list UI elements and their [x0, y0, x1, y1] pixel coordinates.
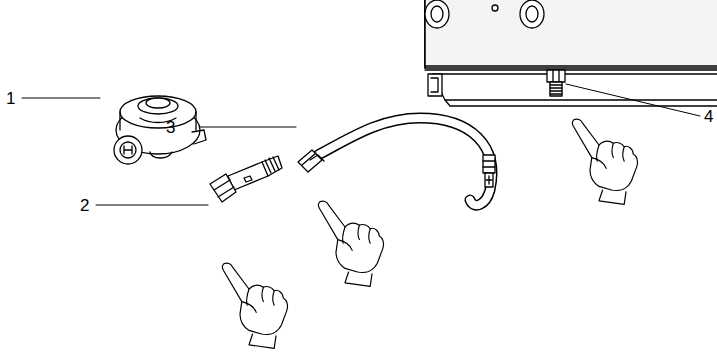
- gas-regulator: [114, 96, 206, 164]
- appliance: [425, 0, 717, 106]
- callout-number: 4: [704, 108, 713, 125]
- callout-number: 3: [166, 119, 175, 136]
- adapter: [210, 156, 282, 202]
- callout-number: 1: [6, 90, 15, 107]
- leader-lines: [22, 84, 700, 205]
- pointing-hand: [572, 119, 637, 204]
- pointing-hand: [318, 201, 383, 286]
- callout-number: 2: [80, 197, 89, 214]
- hose: [298, 118, 495, 205]
- appliance-inlet: [547, 70, 565, 96]
- pointing-hand: [222, 263, 287, 348]
